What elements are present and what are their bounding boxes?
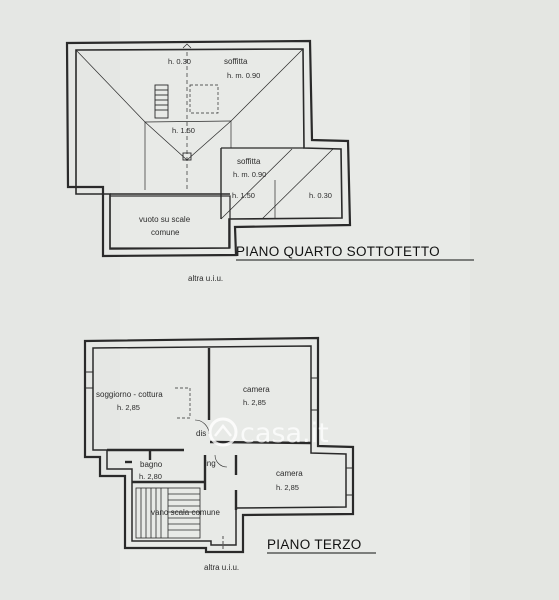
label-camera-2-h: h. 2,85	[276, 483, 299, 492]
bottom-plan-title: PIANO TERZO	[267, 537, 362, 552]
label-vano-scala: vano scala comune	[151, 508, 220, 517]
chimney-fixture	[182, 152, 192, 161]
label-altra-bottom: altra u.i.u.	[204, 563, 239, 572]
label-camera-1: camera	[243, 385, 270, 394]
watermark-text: casa.it	[240, 418, 329, 449]
watermark-house-icon	[208, 417, 238, 447]
attic-diagonal-lines	[220, 148, 334, 220]
label-h150-center: h. 1.50	[172, 126, 195, 135]
top-floor-plan	[65, 39, 352, 258]
label-h030-right: h. 0.30	[309, 191, 332, 200]
door-arc-ing	[214, 454, 228, 468]
top-inner-wall	[75, 48, 343, 250]
label-hm090-top: h. m. 0.90	[227, 71, 260, 80]
label-soggiorno-h: h. 2,85	[117, 403, 140, 412]
roof-hatch-dashed	[189, 84, 219, 114]
paper-shade-right	[470, 0, 559, 600]
common-stairs	[135, 487, 201, 539]
attic-ladder	[154, 84, 169, 119]
bottom-inner-wall	[92, 345, 347, 546]
label-h030-top: h. 0.30	[168, 57, 191, 66]
interior-partitions	[107, 348, 312, 510]
label-camera-1-h: h. 2,85	[243, 398, 266, 407]
bottom-plan-labels: soggiorno - cottura h. 2,85 camera h. 2,…	[96, 385, 303, 572]
label-comune: comune	[151, 228, 180, 237]
top-marker	[182, 43, 192, 49]
label-camera-2: camera	[276, 469, 303, 478]
kitchen-counter-dashed	[175, 387, 191, 419]
watermark-roof-icon	[214, 423, 232, 437]
paper-shade-left	[0, 0, 120, 600]
label-soffitta-right: soffitta	[237, 157, 261, 166]
roof-hip-lines	[75, 48, 304, 190]
top-outer-wall	[65, 39, 352, 258]
label-h150-right: h. 1.50	[232, 191, 255, 200]
label-altra-top: altra u.i.u.	[188, 274, 223, 283]
label-soffitta-top: soffitta	[224, 57, 248, 66]
window-marks	[85, 371, 353, 496]
label-ing: ing	[205, 459, 216, 468]
watermark-logo: casa.it	[208, 417, 329, 449]
label-hm090-right: h. m. 0.90	[233, 170, 266, 179]
top-plan-labels: h. 0.30 soffitta h. m. 0.90 h. 1.50 soff…	[139, 57, 332, 283]
stair-void-room	[109, 195, 231, 249]
bottom-floor-plan	[83, 336, 355, 554]
label-vuoto: vuoto su scale	[139, 215, 191, 224]
top-plan-title: PIANO QUARTO SOTTOTETTO	[236, 244, 440, 259]
bottom-outer-wall	[83, 336, 355, 554]
label-soggiorno: soggiorno - cottura	[96, 390, 163, 399]
label-bagno: bagno	[140, 460, 163, 469]
label-bagno-h: h. 2,80	[139, 472, 162, 481]
label-dis: dis	[196, 429, 206, 438]
